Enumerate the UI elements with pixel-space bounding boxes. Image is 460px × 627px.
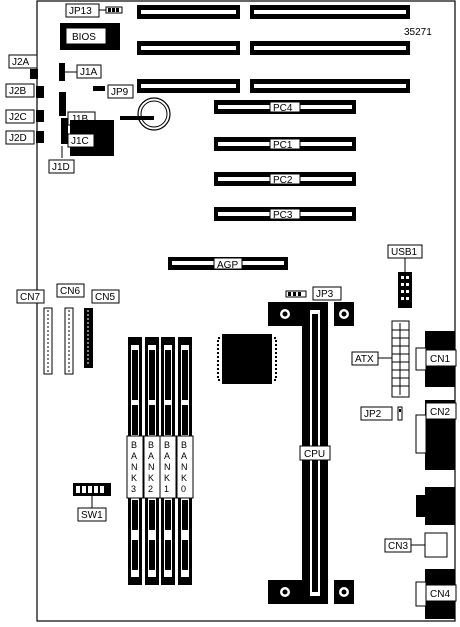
svg-text:CPU: CPU bbox=[304, 449, 325, 460]
battery bbox=[120, 97, 171, 131]
svg-text:J2D: J2D bbox=[9, 133, 27, 144]
svg-text:CN1: CN1 bbox=[430, 354, 450, 365]
svg-text:CN7: CN7 bbox=[20, 292, 40, 303]
svg-text:CN3: CN3 bbox=[388, 541, 408, 552]
connector-j1c: J1C bbox=[61, 118, 95, 148]
svg-text:J1D: J1D bbox=[52, 162, 70, 173]
svg-text:PC4: PC4 bbox=[273, 103, 293, 114]
jumper-jp13: JP13 bbox=[65, 3, 123, 18]
svg-text:J2B: J2B bbox=[9, 86, 27, 97]
svg-text:CN4: CN4 bbox=[430, 589, 450, 600]
svg-text:JP2: JP2 bbox=[364, 409, 382, 420]
audio-jack-block bbox=[416, 487, 455, 525]
isa-slots bbox=[137, 5, 410, 93]
svg-text:AGP: AGP bbox=[217, 260, 238, 271]
connector-j1a: J1A bbox=[59, 63, 102, 81]
chipset bbox=[217, 334, 277, 384]
svg-text:CN2: CN2 bbox=[430, 407, 450, 418]
agp-slot: AGP bbox=[168, 257, 288, 271]
svg-text:SW1: SW1 bbox=[81, 510, 103, 521]
connector-usb1: USB1 bbox=[387, 244, 423, 308]
svg-text:J1A: J1A bbox=[80, 67, 98, 78]
svg-text:ATX: ATX bbox=[355, 354, 374, 365]
bios-chip: BIOS bbox=[60, 23, 120, 50]
connector-cn6: CN6 bbox=[56, 283, 85, 375]
pci-slot-pc2: PC2 bbox=[214, 172, 356, 186]
svg-text:J2C: J2C bbox=[9, 112, 27, 123]
connector-cn7: CN7 bbox=[16, 289, 53, 375]
svg-text:CN6: CN6 bbox=[60, 286, 80, 297]
svg-text:JP9: JP9 bbox=[111, 87, 129, 98]
svg-text:PC1: PC1 bbox=[273, 140, 293, 151]
svg-text:J2A: J2A bbox=[12, 57, 30, 68]
svg-text:J1B: J1B bbox=[71, 114, 89, 125]
svg-text:J1C: J1C bbox=[71, 136, 89, 147]
connector-cn2: CN2 bbox=[415, 400, 457, 470]
connector-cn3: CN3 bbox=[384, 532, 448, 558]
board-outline bbox=[36, 0, 456, 622]
svg-text:JP13: JP13 bbox=[69, 6, 92, 17]
pci-slot-pc1: PC1 bbox=[214, 137, 356, 151]
svg-text:PC3: PC3 bbox=[273, 210, 293, 221]
svg-text:PC2: PC2 bbox=[273, 175, 293, 186]
jumper-jp2: JP2 bbox=[360, 406, 403, 421]
cpu-slot: CPU bbox=[268, 302, 354, 604]
jumper-jp3: JP3 bbox=[285, 286, 342, 301]
connector-cn4: CN4 bbox=[415, 569, 457, 619]
connector-j2a: J2A bbox=[8, 54, 38, 79]
connector-cn5: CN5 bbox=[84, 289, 120, 368]
svg-text:JP3: JP3 bbox=[316, 289, 334, 300]
jumper-jp9: JP9 bbox=[93, 84, 134, 99]
connector-j2d: J2D bbox=[5, 130, 44, 145]
connector-j1d: J1D bbox=[48, 146, 75, 174]
board-number: 35271 bbox=[404, 27, 432, 38]
svg-text:BIOS: BIOS bbox=[72, 32, 96, 43]
pci-slot-pc4: PC4 bbox=[214, 100, 356, 114]
connector-cn1: CN1 bbox=[415, 331, 457, 387]
svg-text:CN5: CN5 bbox=[95, 292, 115, 303]
pci-slot-pc3: PC3 bbox=[214, 207, 356, 221]
connector-atx: ATX bbox=[351, 320, 410, 398]
svg-text:USB1: USB1 bbox=[391, 247, 418, 258]
dip-switch-sw1: SW1 bbox=[73, 483, 111, 522]
connector-j2c: J2C bbox=[5, 109, 44, 124]
connector-j2b: J2B bbox=[5, 83, 44, 98]
